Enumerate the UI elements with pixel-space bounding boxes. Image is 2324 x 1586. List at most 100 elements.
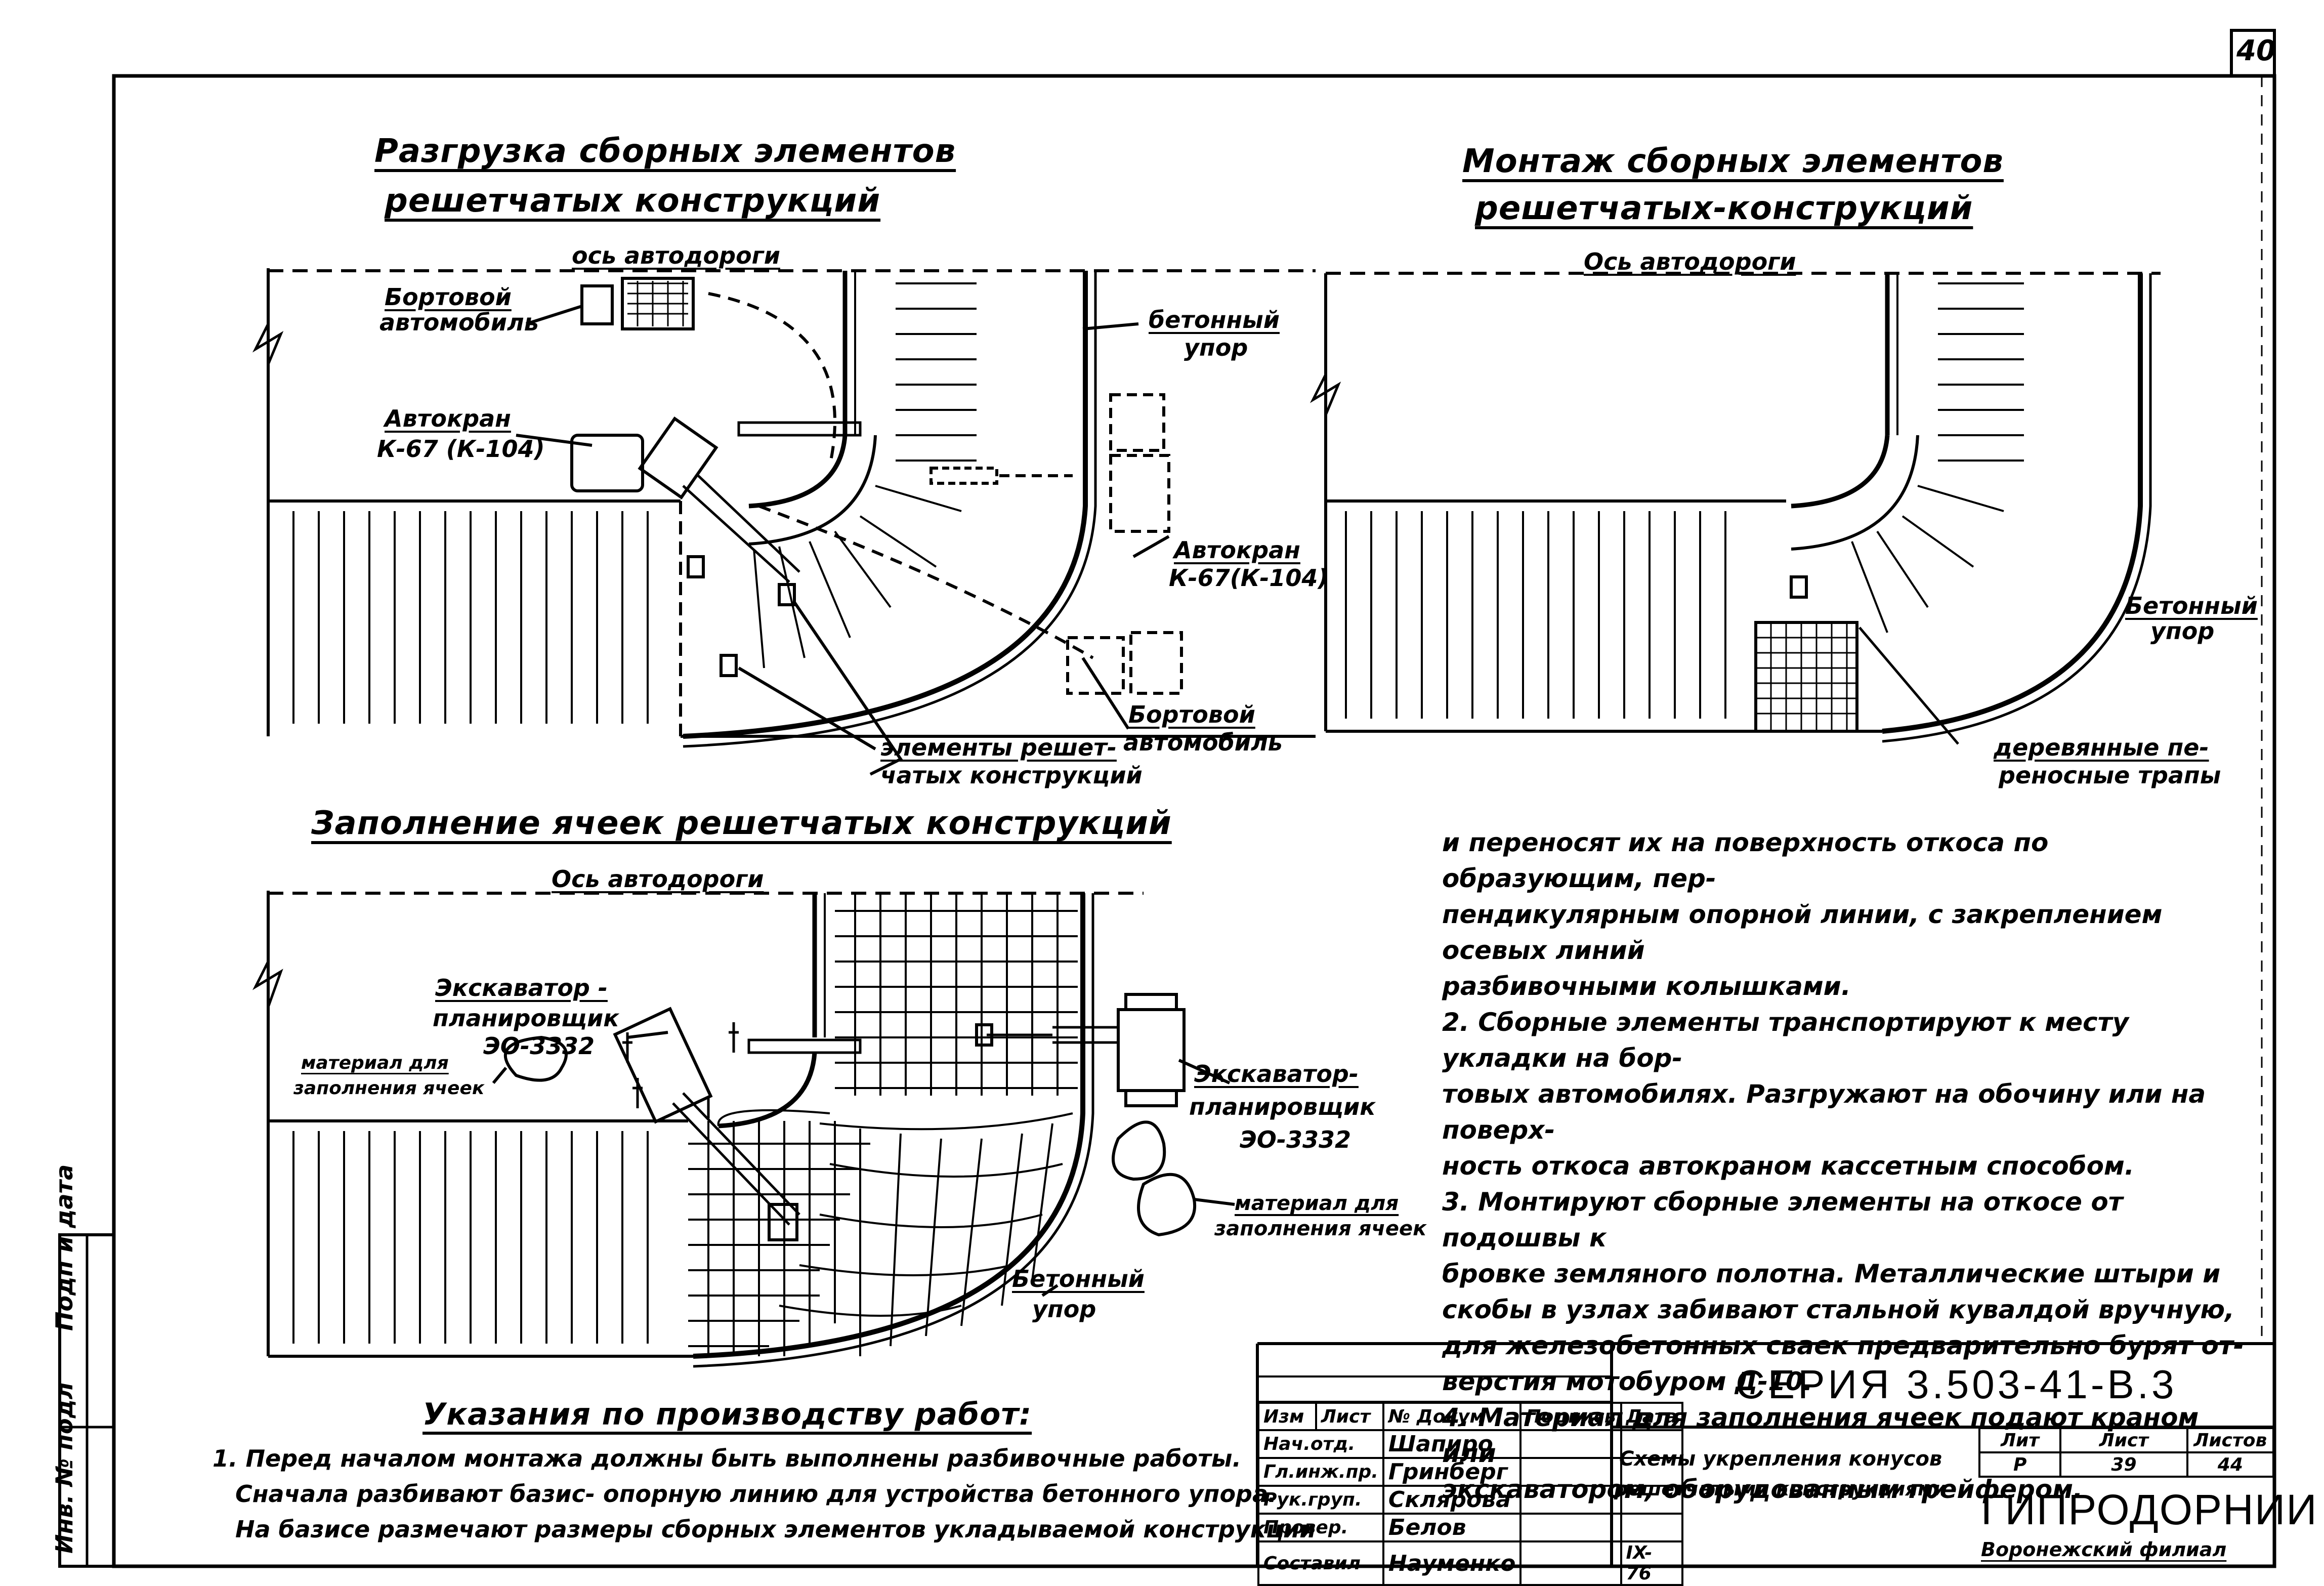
doc-title-line2: решетчатыми конструкциями: [1614, 1478, 1947, 1500]
signature-row: Нач.отд. Шапиро: [1257, 1429, 1684, 1459]
signature-cell: [1519, 1457, 1622, 1487]
note-line: товых автомобилях. Разгружают на обочину…: [1442, 1079, 2206, 1145]
fill-mat-left-2: заполнения ячеек: [293, 1078, 485, 1099]
unload-crane-label-1: Автокран: [385, 405, 511, 432]
instructions-title: Указания по производству работ:: [422, 1397, 1032, 1432]
unload-crane-right-1: Автокран: [1174, 536, 1300, 564]
sheet-header: Лист: [2059, 1427, 2188, 1453]
branch-name: Воронежский филиал: [1981, 1538, 2227, 1561]
signature-cell: [1519, 1485, 1622, 1515]
fill-stop-label-1: Бетонный: [1012, 1265, 1145, 1292]
note-line: бровке земляного полотна. Металлические …: [1442, 1259, 2221, 1288]
signature-table: Изм Лист № Докум Подпись Дата Нач.отд. Ш…: [1257, 1402, 1684, 1586]
unload-crane-right-2: К-67(К-104): [1169, 564, 1329, 592]
signature-row: Рук.груп. Склярова: [1257, 1485, 1684, 1515]
fill-stop-label-2: упор: [1032, 1296, 1096, 1323]
header-cell: Подпись: [1519, 1402, 1622, 1431]
fill-exc-right-3: ЭО-3332: [1240, 1126, 1351, 1153]
note-line: 2. Сборные элементы транспортируют к мес…: [1442, 1008, 2129, 1073]
unload-crane-label-2: К-67 (К-104): [377, 435, 545, 463]
note-line: разбивочными колышками.: [1442, 972, 1851, 1001]
signature-header-row: Изм Лист № Докум Подпись Дата: [1257, 1402, 1684, 1431]
note-line: верстия мотобуром Д-10.: [1442, 1367, 1813, 1396]
doc-title-line1: Схемы укрепления конусов: [1619, 1447, 1942, 1471]
fill-exc-left-1: Экскаватор -: [435, 974, 608, 1001]
sheet-info-header: Лит Лист Листов: [1978, 1427, 2275, 1453]
fill-title: Заполнение ячеек решетчатых конструкций: [311, 805, 1172, 842]
mount-title-line1: Монтаж сборных элементов: [1462, 143, 2004, 180]
signature-cell: [1519, 1513, 1622, 1542]
mount-stop-label-1: Бетонный: [2125, 592, 2258, 619]
date-cell: [1620, 1457, 1684, 1487]
position-cell: Нач.отд.: [1257, 1429, 1384, 1459]
position-cell: Провер.: [1257, 1513, 1384, 1542]
position-cell: Составил: [1257, 1540, 1384, 1586]
unload-stop-label-1: бетонный: [1149, 306, 1280, 333]
date-cell: IX-76: [1620, 1540, 1684, 1586]
fill-exc-right-2: планировщик: [1189, 1093, 1376, 1120]
unload-truck-label-1: Бортовой: [385, 283, 512, 311]
note-line: скобы в узлах забивают стальной кувалдой…: [1442, 1295, 2235, 1324]
sheet-value: 39: [2059, 1451, 2188, 1478]
unload-title-line2: решетчатых конструкций: [385, 182, 881, 220]
header-cell: Лист: [1315, 1402, 1384, 1431]
name-cell: Науменко: [1382, 1540, 1522, 1586]
series-label: СЕРИЯ 3.503-41-В.3: [1736, 1362, 2177, 1407]
unload-truck-label-2: автомобиль: [379, 309, 539, 336]
instructions-p1-line3: На базисе размечают размеры сборных элем…: [235, 1516, 1316, 1543]
stage-value: Р: [1978, 1451, 2062, 1478]
unload-truck-right-2: автомобиль: [1123, 729, 1283, 756]
mount-title-line2: решетчатых-конструкций: [1475, 190, 1973, 227]
name-cell: Шапиро: [1382, 1429, 1522, 1459]
mount-ladders-label-1: деревянные пе-: [1994, 734, 2209, 761]
fill-exc-left-2: планировщик: [433, 1005, 619, 1032]
stage-header: Лит: [1978, 1427, 2062, 1453]
unload-axis-label: ось автодороги: [572, 242, 780, 269]
header-cell: № Докум: [1382, 1402, 1522, 1431]
date-cell: [1620, 1513, 1684, 1542]
note-line: пендикулярным опорной линии, с закреплен…: [1442, 900, 2163, 965]
position-cell: Рук.груп.: [1257, 1485, 1384, 1515]
date-cell: [1620, 1485, 1684, 1515]
name-cell: Гринберг: [1382, 1457, 1522, 1487]
signature-row: Провер. Белов: [1257, 1513, 1684, 1542]
fill-mat-right-1: материал для: [1235, 1192, 1399, 1215]
mount-ladders-label-2: реносные трапы: [1999, 762, 2221, 789]
name-cell: Белов: [1382, 1513, 1522, 1542]
note-line: и переносят их на поверхность откоса по …: [1442, 828, 2049, 893]
sheet-info-values: Р 39 44: [1978, 1451, 2275, 1478]
header-cell: Изм: [1257, 1402, 1317, 1431]
date-cell: [1620, 1429, 1684, 1459]
unload-title-line1: Разгрузка сборных элементов: [374, 133, 956, 170]
sheet-number: 40: [2236, 34, 2276, 67]
fill-mat-left-1: материал для: [301, 1053, 449, 1073]
signature-cell: [1519, 1429, 1622, 1459]
note-line: 3. Монтируют сборные элементы на откосе …: [1442, 1187, 2123, 1253]
instructions-p1-line2: Сначала разбивают базис- опорную линию д…: [235, 1480, 1277, 1508]
signature-row: Гл.инж.пр. Гринберг: [1257, 1457, 1684, 1487]
fill-exc-right-1: Экскаватор-: [1194, 1060, 1359, 1088]
unload-elements-label-1: элементы решет-: [880, 734, 1117, 761]
instructions-p1-line1: 1. Перед началом монтажа должны быть вып…: [213, 1445, 1241, 1472]
name-cell: Склярова: [1382, 1485, 1522, 1515]
header-cell: Дата: [1620, 1402, 1684, 1431]
position-cell: Гл.инж.пр.: [1257, 1457, 1384, 1487]
unload-stop-label-2: упор: [1184, 334, 1248, 361]
fill-axis-label: Ось автодороги: [552, 865, 764, 893]
sheets-header: Листов: [2186, 1427, 2275, 1453]
fill-exc-left-3: ЭО-3332: [483, 1032, 595, 1060]
sheets-value: 44: [2186, 1451, 2275, 1478]
sheet-info-table: Лит Лист Листов Р 39 44: [1978, 1427, 2275, 1478]
fill-mat-right-2: заполнения ячеек: [1214, 1217, 1427, 1240]
signature-cell: [1519, 1540, 1622, 1586]
signature-row: Составил Науменко IX-76: [1257, 1540, 1684, 1586]
unload-truck-right-1: Бортовой: [1128, 701, 1255, 728]
org-name: ГИПРОДОРНИИ: [1981, 1486, 2318, 1533]
unload-elements-label-2: чатых конструкций: [880, 762, 1143, 789]
mount-stop-label-2: упор: [2150, 617, 2215, 645]
